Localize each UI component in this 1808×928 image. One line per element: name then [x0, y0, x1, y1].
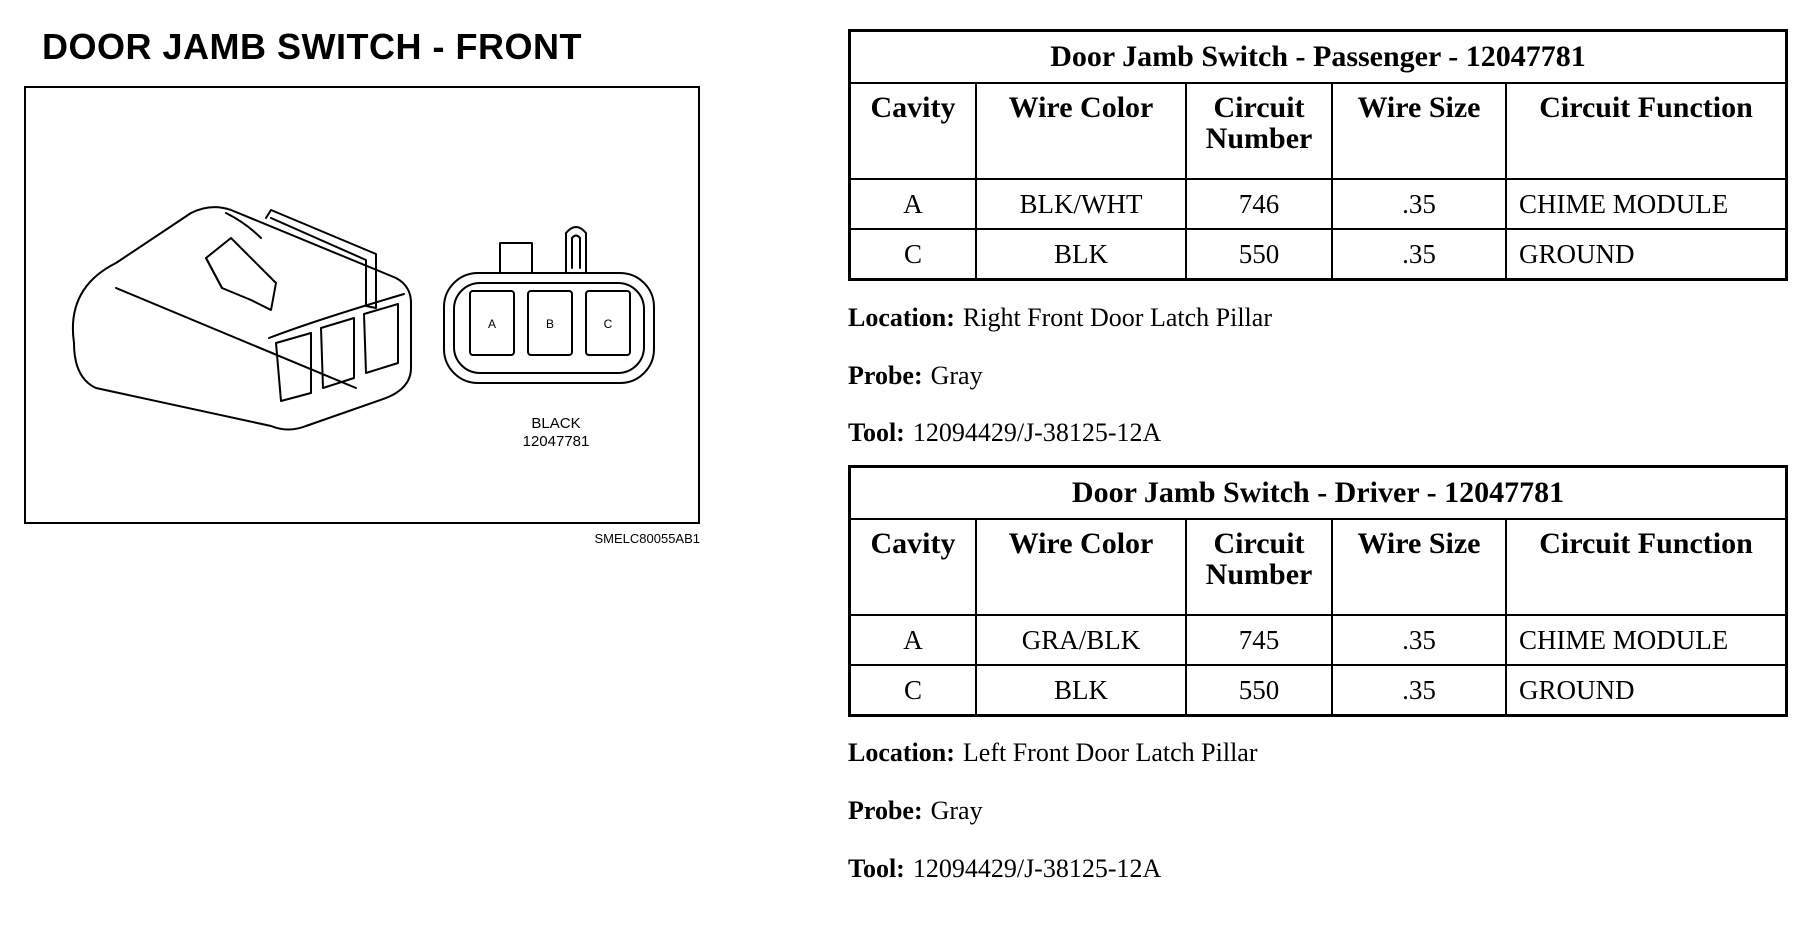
location-line: Location:Left Front Door Latch Pillar [848, 738, 1258, 768]
probe-label: Probe: [848, 796, 923, 825]
cavity-label-b: B [546, 317, 554, 331]
probe-line: Probe:Gray [848, 796, 983, 826]
col-header-cavity: Cavity [848, 82, 977, 180]
cell-cavity: C [848, 228, 977, 281]
table-caption: Door Jamb Switch - Driver - 12047781 [848, 465, 1788, 520]
cell-wire-color: BLK [975, 228, 1187, 281]
connector-color: BLACK [531, 415, 580, 432]
cavity-label-c: C [604, 317, 613, 331]
table-row: C BLK 550 .35 GROUND [848, 228, 1788, 281]
cell-circuit: 550 [1185, 664, 1333, 717]
passenger-pinout-table: Door Jamb Switch - Passenger - 12047781 … [848, 29, 1788, 281]
tool-label: Tool: [848, 854, 905, 883]
tool-line: Tool:12094429/J-38125-12A [848, 418, 1161, 448]
cell-wire-color: BLK/WHT [975, 178, 1187, 230]
col-header-circuit-function: Circuit Function [1505, 518, 1788, 616]
cell-size: .35 [1331, 178, 1507, 230]
cell-size: .35 [1331, 614, 1507, 666]
table-row: A GRA/BLK 745 .35 CHIME MODULE [848, 614, 1788, 666]
tool-label: Tool: [848, 418, 905, 447]
probe-label: Probe: [848, 361, 923, 390]
location-label: Location: [848, 303, 955, 332]
table-row: C BLK 550 .35 GROUND [848, 664, 1788, 717]
cell-size: .35 [1331, 228, 1507, 281]
col-header-circuit-function: Circuit Function [1505, 82, 1788, 180]
connector-figure: A B C BLACK 12047781 [24, 86, 700, 524]
cell-function: GROUND [1505, 228, 1788, 281]
cell-wire-color: GRA/BLK [975, 614, 1187, 666]
cell-circuit: 745 [1185, 614, 1333, 666]
probe-value: Gray [930, 361, 983, 390]
location-label: Location: [848, 738, 955, 767]
tool-line: Tool:12094429/J-38125-12A [848, 854, 1161, 884]
tool-value: 12094429/J-38125-12A [912, 854, 1162, 883]
cell-cavity: C [848, 664, 977, 717]
figure-id: SMELC80055AB1 [594, 531, 700, 546]
cell-size: .35 [1331, 664, 1507, 717]
cell-function: CHIME MODULE [1505, 614, 1788, 666]
cell-cavity: A [848, 614, 977, 666]
probe-line: Probe:Gray [848, 361, 983, 391]
cell-circuit: 550 [1185, 228, 1333, 281]
col-header-wire-color: Wire Color [975, 82, 1187, 180]
cell-wire-color: BLK [975, 664, 1187, 717]
col-header-cavity: Cavity [848, 518, 977, 616]
cell-circuit: 746 [1185, 178, 1333, 230]
location-value: Left Front Door Latch Pillar [962, 738, 1258, 767]
cavity-label-a: A [488, 317, 496, 331]
table-caption: Door Jamb Switch - Passenger - 12047781 [848, 29, 1788, 84]
connector-part-number: 12047781 [523, 433, 590, 450]
col-header-wire-size: Wire Size [1331, 82, 1507, 180]
tool-value: 12094429/J-38125-12A [912, 418, 1162, 447]
figure-title: DOOR JAMB SWITCH - FRONT [42, 26, 582, 67]
probe-value: Gray [930, 796, 983, 825]
cell-cavity: A [848, 178, 977, 230]
connector-illustration: A B C BLACK 12047781 [72, 206, 655, 450]
table-row: A BLK/WHT 746 .35 CHIME MODULE [848, 178, 1788, 230]
col-header-wire-color: Wire Color [975, 518, 1187, 616]
driver-pinout-table: Door Jamb Switch - Driver - 12047781 Cav… [848, 465, 1788, 717]
location-value: Right Front Door Latch Pillar [962, 303, 1272, 332]
cell-function: CHIME MODULE [1505, 178, 1788, 230]
col-header-wire-size: Wire Size [1331, 518, 1507, 616]
cell-function: GROUND [1505, 664, 1788, 717]
location-line: Location:Right Front Door Latch Pillar [848, 303, 1272, 333]
